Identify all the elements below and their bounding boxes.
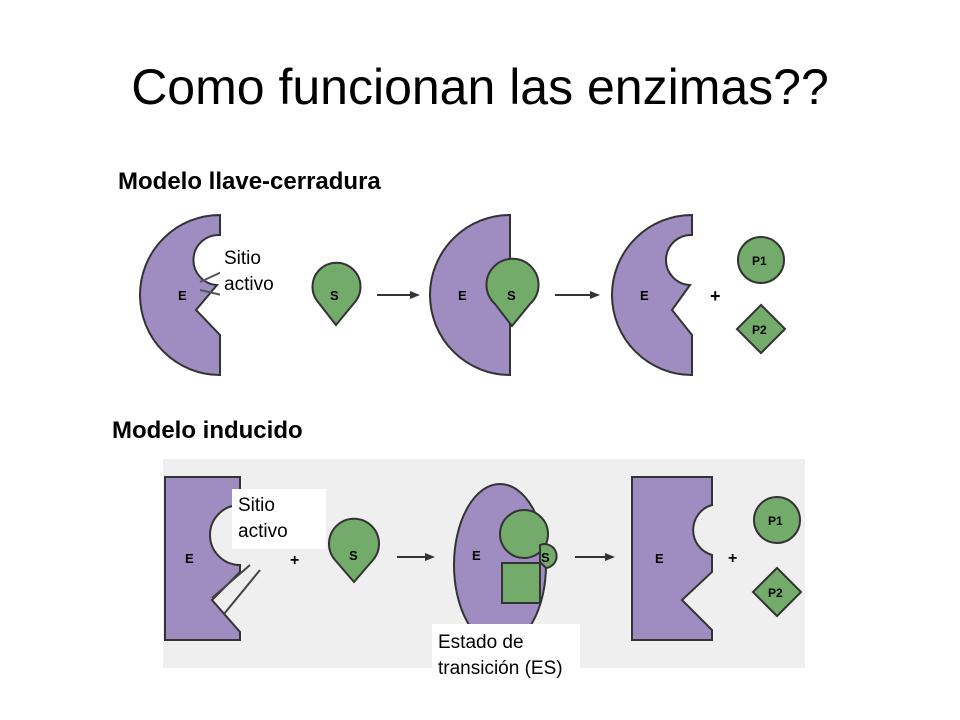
lock-key-figure: E S E S E + P1 P2: [139, 213, 787, 377]
induced-fit-figure: E + S E S E + P1 P2: [164, 476, 803, 647]
substrate-label: S: [330, 288, 339, 303]
substrate-shape: [311, 261, 362, 327]
active-site-label-induced: Sitio activo: [232, 489, 326, 549]
product-2-diamond: [735, 303, 787, 355]
enzyme-label: E: [185, 551, 194, 566]
substrate-shape: [328, 517, 380, 584]
active-site-label: Sitio activo: [220, 244, 294, 300]
enzyme-substrate-complex-enzyme: [429, 213, 511, 377]
product-2-label: P2: [768, 586, 783, 600]
induced-fit-model-heading: Modelo inducido: [112, 417, 303, 444]
slide-title: Como funcionan las enzimas??: [131, 59, 829, 115]
transition-substrate-bottom: [501, 562, 541, 604]
substrate-label: S: [507, 288, 516, 303]
enzyme-label: E: [640, 288, 649, 303]
enzyme-label: E: [458, 288, 467, 303]
transition-state-label: Estado de transición (ES): [432, 624, 580, 688]
product-1-circle: [737, 236, 785, 284]
transition-substrate-top: [499, 509, 549, 559]
plus-sign: +: [290, 552, 299, 569]
product-1-label: P1: [768, 514, 783, 528]
enzyme-label: E: [472, 548, 481, 563]
transition-substrate-tail: [539, 543, 558, 570]
enzyme-label: E: [178, 288, 187, 303]
substrate-label: S: [349, 548, 358, 563]
enzyme-substrate-complex-substrate: [485, 257, 540, 328]
substrate-label: S: [541, 550, 550, 565]
free-enzyme-shape: [631, 476, 713, 641]
enzyme-shape: [139, 213, 221, 377]
product-2-diamond: [751, 566, 803, 618]
product-1-label: P1: [752, 254, 767, 268]
free-enzyme-shape: [611, 213, 693, 377]
plus-sign: +: [728, 550, 737, 567]
product-2-label: P2: [752, 323, 767, 337]
product-1-circle: [753, 496, 801, 544]
enzyme-label: E: [655, 551, 664, 566]
enzyme-shape: [164, 476, 241, 641]
plus-sign: +: [710, 286, 721, 306]
lock-key-model-heading: Modelo llave-cerradura: [118, 168, 381, 195]
